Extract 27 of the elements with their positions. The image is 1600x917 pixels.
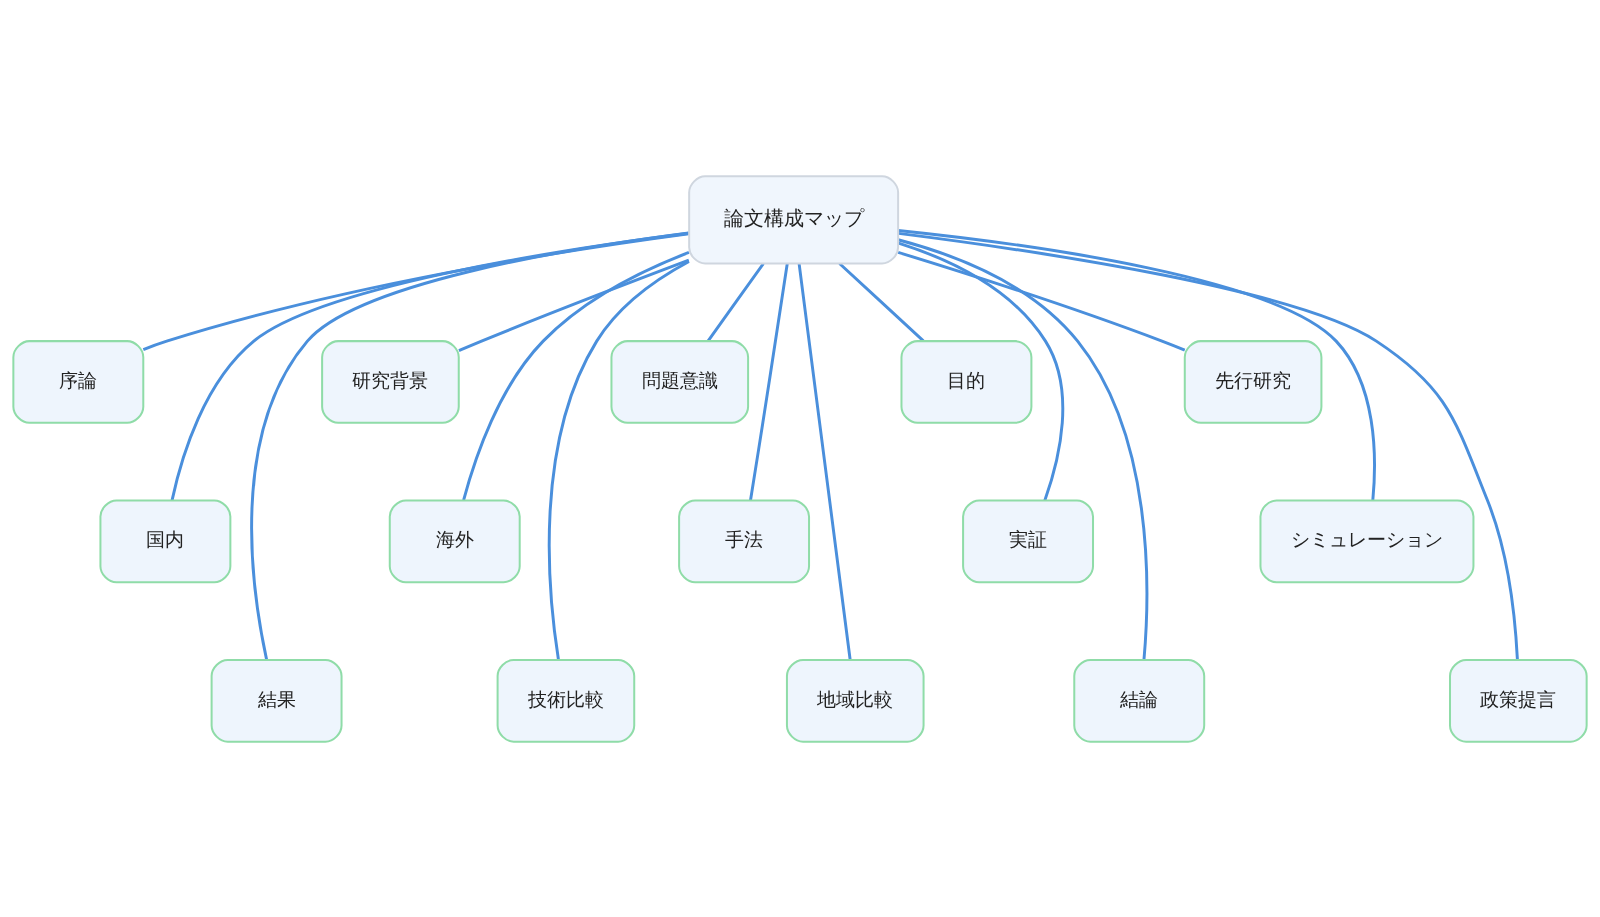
node-box: 研究背景 <box>321 339 460 424</box>
connector <box>462 250 690 501</box>
connector <box>898 231 1519 660</box>
node-box: 目的 <box>900 339 1033 424</box>
connector <box>458 258 690 352</box>
node-box: 序論 <box>12 339 145 424</box>
node-box: 結論 <box>1073 658 1206 743</box>
node-box: 国内 <box>99 499 232 583</box>
node-box: 先行研究 <box>1183 339 1323 424</box>
connector <box>898 241 1065 501</box>
node-box: 政策提言 <box>1449 658 1588 743</box>
node-box: 問題意識 <box>610 339 750 424</box>
node-box: 地域比較 <box>785 658 925 743</box>
node-box: 海外 <box>388 499 521 583</box>
node-box: シミュレーション <box>1259 499 1475 583</box>
connector <box>749 263 789 501</box>
node-box: 論文構成マップ <box>688 174 900 264</box>
connector <box>897 237 1149 660</box>
connector <box>897 250 1186 352</box>
connector <box>547 259 690 660</box>
node-box: 手法 <box>678 499 811 583</box>
connector <box>250 230 690 660</box>
connector <box>797 263 852 660</box>
node-box: 実証 <box>962 499 1095 583</box>
connector <box>898 228 1376 501</box>
node-box: 技術比較 <box>496 658 636 743</box>
node-box: 結果 <box>210 658 343 743</box>
